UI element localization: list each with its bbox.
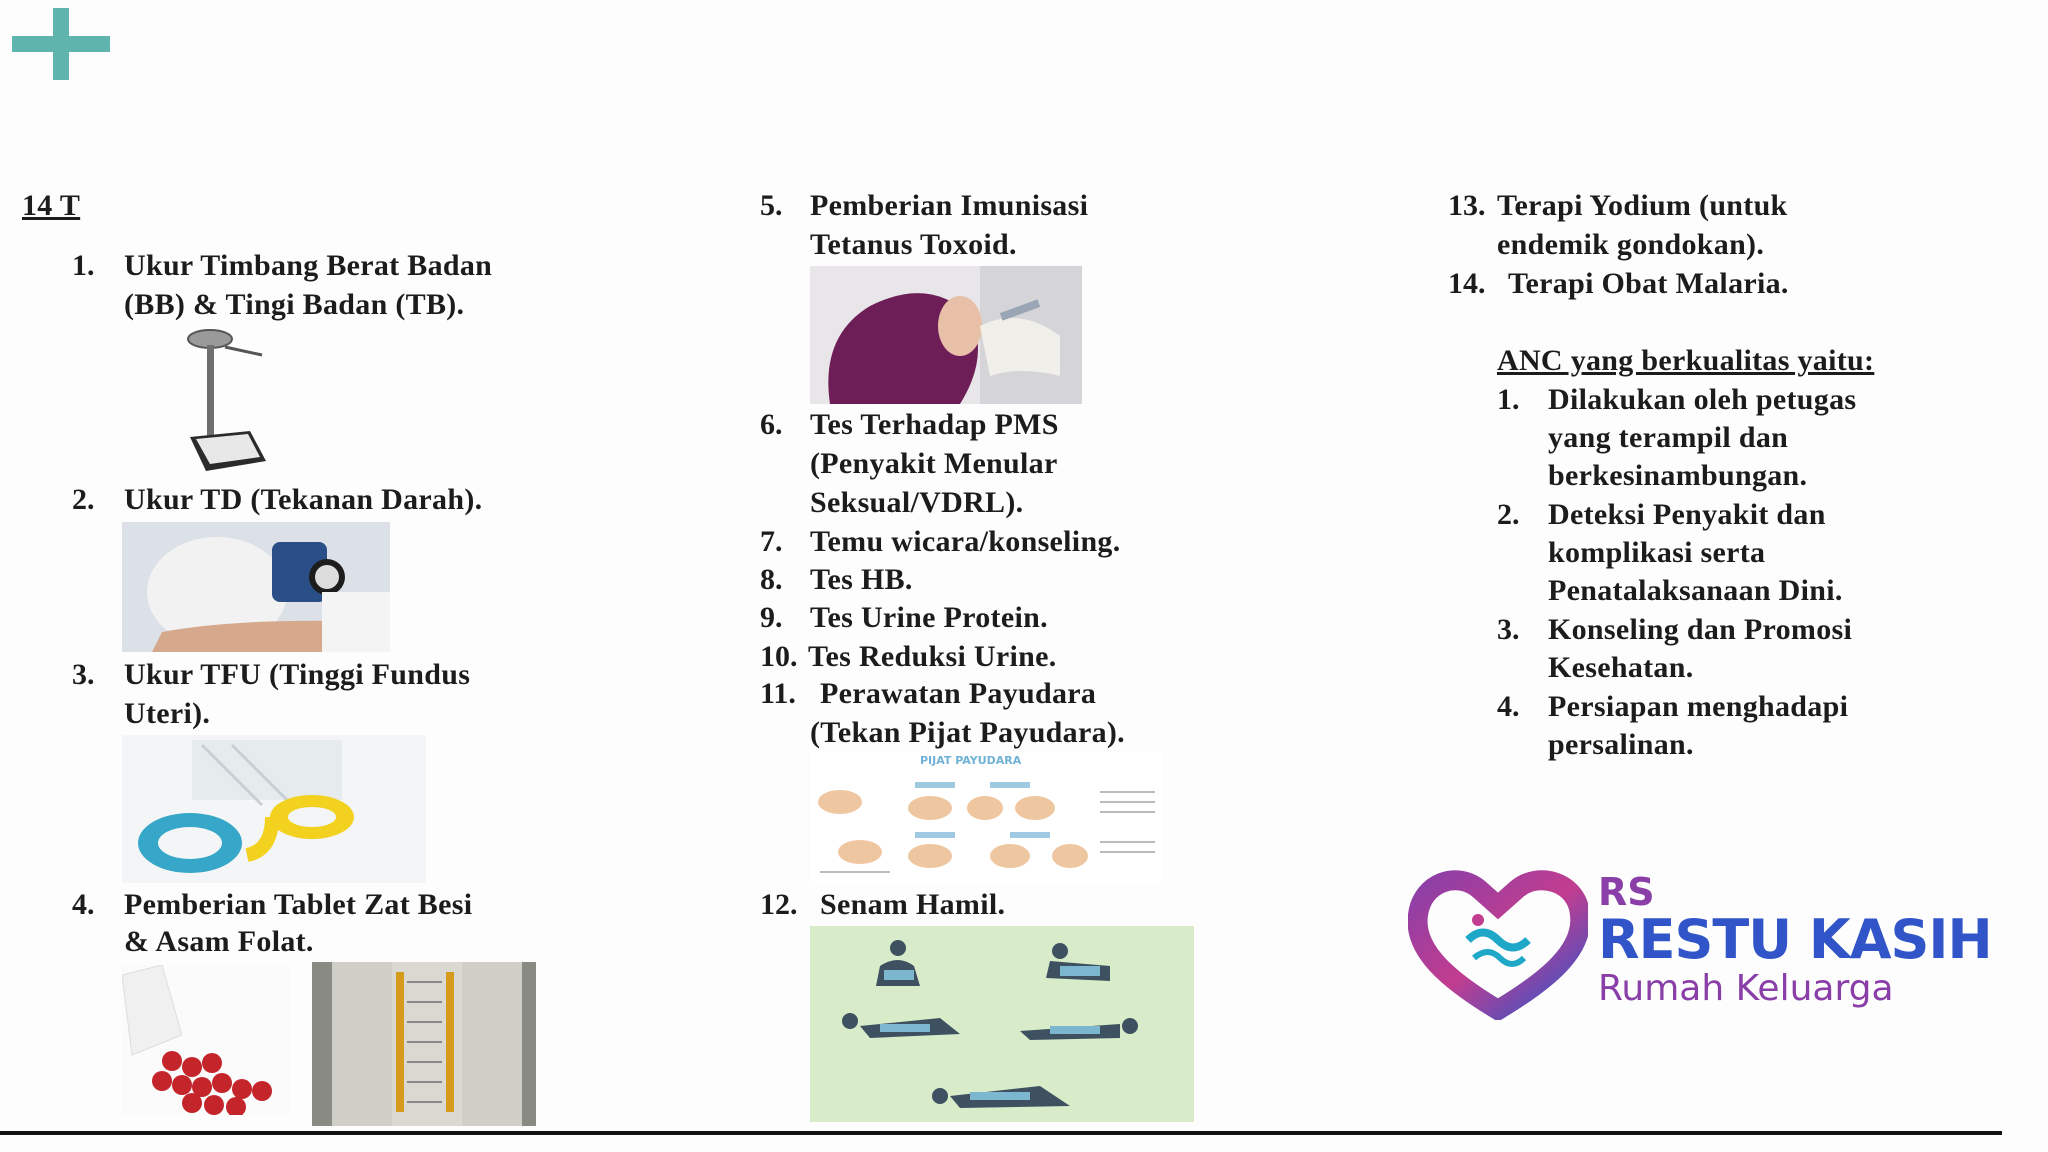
anc-item-text: komplikasi serta [1548,536,1766,569]
logo-name: RESTU KASIH [1598,908,1993,971]
item-text: (BB) & Tingi Badan (TB). [124,288,465,321]
logo-rs: RS [1598,870,1655,914]
blood-pressure-image [122,522,390,652]
anc-item-text: Konseling dan Promosi [1548,613,1853,646]
logo-tagline: Rumah Keluarga [1598,968,1894,1009]
item-text: Tes Reduksi Urine. [808,640,1057,673]
item-number: 6. [760,408,783,441]
anc-item-number: 1. [1497,383,1520,416]
item-number: 7. [760,525,783,558]
blister-pack-image [312,962,536,1126]
item-text: endemik gondokan). [1497,228,1765,261]
item-text: Perawatan Payudara [820,677,1097,710]
anc-item-number: 2. [1497,498,1520,531]
item-number: 2. [72,483,95,516]
item-text: Senam Hamil. [820,888,1006,921]
item-number: 9. [760,601,783,634]
anc-item-text: berkesinambungan. [1548,459,1808,492]
measuring-tape-image [122,735,426,883]
item-text: Uteri). [124,697,211,730]
anc-item-text: Deteksi Penyakit dan [1548,498,1826,531]
hospital-logo: RS RESTU KASIH Rumah Keluarga [1408,860,2008,1020]
item-text: Tetanus Toxoid. [810,228,1017,261]
list-heading: 14 T [22,189,81,222]
item-text: Tes Urine Protein. [810,601,1048,634]
anc-item-number: 4. [1497,690,1520,723]
heart-logo-icon [1408,870,1588,1020]
item-text: (Penyakit Menular [810,447,1058,480]
item-number: 8. [760,563,783,596]
bottom-divider [0,1131,2002,1135]
item-number: 14. [1448,267,1486,300]
immunization-image [810,266,1082,404]
anc-item-text: Kesehatan. [1548,651,1694,684]
item-text: Terapi Yodium (untuk [1497,189,1788,222]
weighing-scale-image [170,325,280,475]
plus-icon [12,8,110,80]
item-text: Pemberian Tablet Zat Besi [124,888,473,921]
anc-item-text: persalinan. [1548,728,1694,761]
item-number: 11. [760,677,796,710]
item-text: Terapi Obat Malaria. [1508,267,1789,300]
item-number: 1. [72,249,95,282]
item-text: Tes Terhadap PMS [810,408,1059,441]
poster-title: PIJAT PAYUDARA [920,754,1022,767]
item-text: & Asam Folat. [124,925,314,958]
anc-item-text: Dilakukan oleh petugas [1548,383,1857,416]
anc-title: ANC yang berkualitas yaitu: [1497,344,1875,377]
item-number: 12. [760,888,798,921]
item-number: 3. [72,658,95,691]
item-number: 5. [760,189,783,222]
pregnancy-exercise-image [810,926,1194,1122]
item-text: (Tekan Pijat Payudara). [810,716,1125,749]
anc-item-text: Penatalaksanaan Dini. [1548,574,1843,607]
iron-tablets-image [122,965,290,1115]
item-text: Ukur TD (Tekanan Darah). [124,483,483,516]
anc-item-number: 3. [1497,613,1520,646]
item-text: Ukur Timbang Berat Badan [124,249,493,282]
anc-item-text: yang terampil dan [1548,421,1789,454]
item-number: 4. [72,888,95,921]
breast-massage-poster: PIJAT PAYUDARA [810,752,1162,882]
anc-item-text: Persiapan menghadapi [1548,690,1849,723]
item-number: 10. [760,640,798,673]
item-text: Pemberian Imunisasi [810,189,1089,222]
item-number: 13. [1448,189,1486,222]
item-text: Ukur TFU (Tinggi Fundus [124,658,471,691]
item-text: Seksual/VDRL). [810,486,1024,519]
item-text: Tes HB. [810,563,913,596]
item-text: Temu wicara/konseling. [810,525,1121,558]
